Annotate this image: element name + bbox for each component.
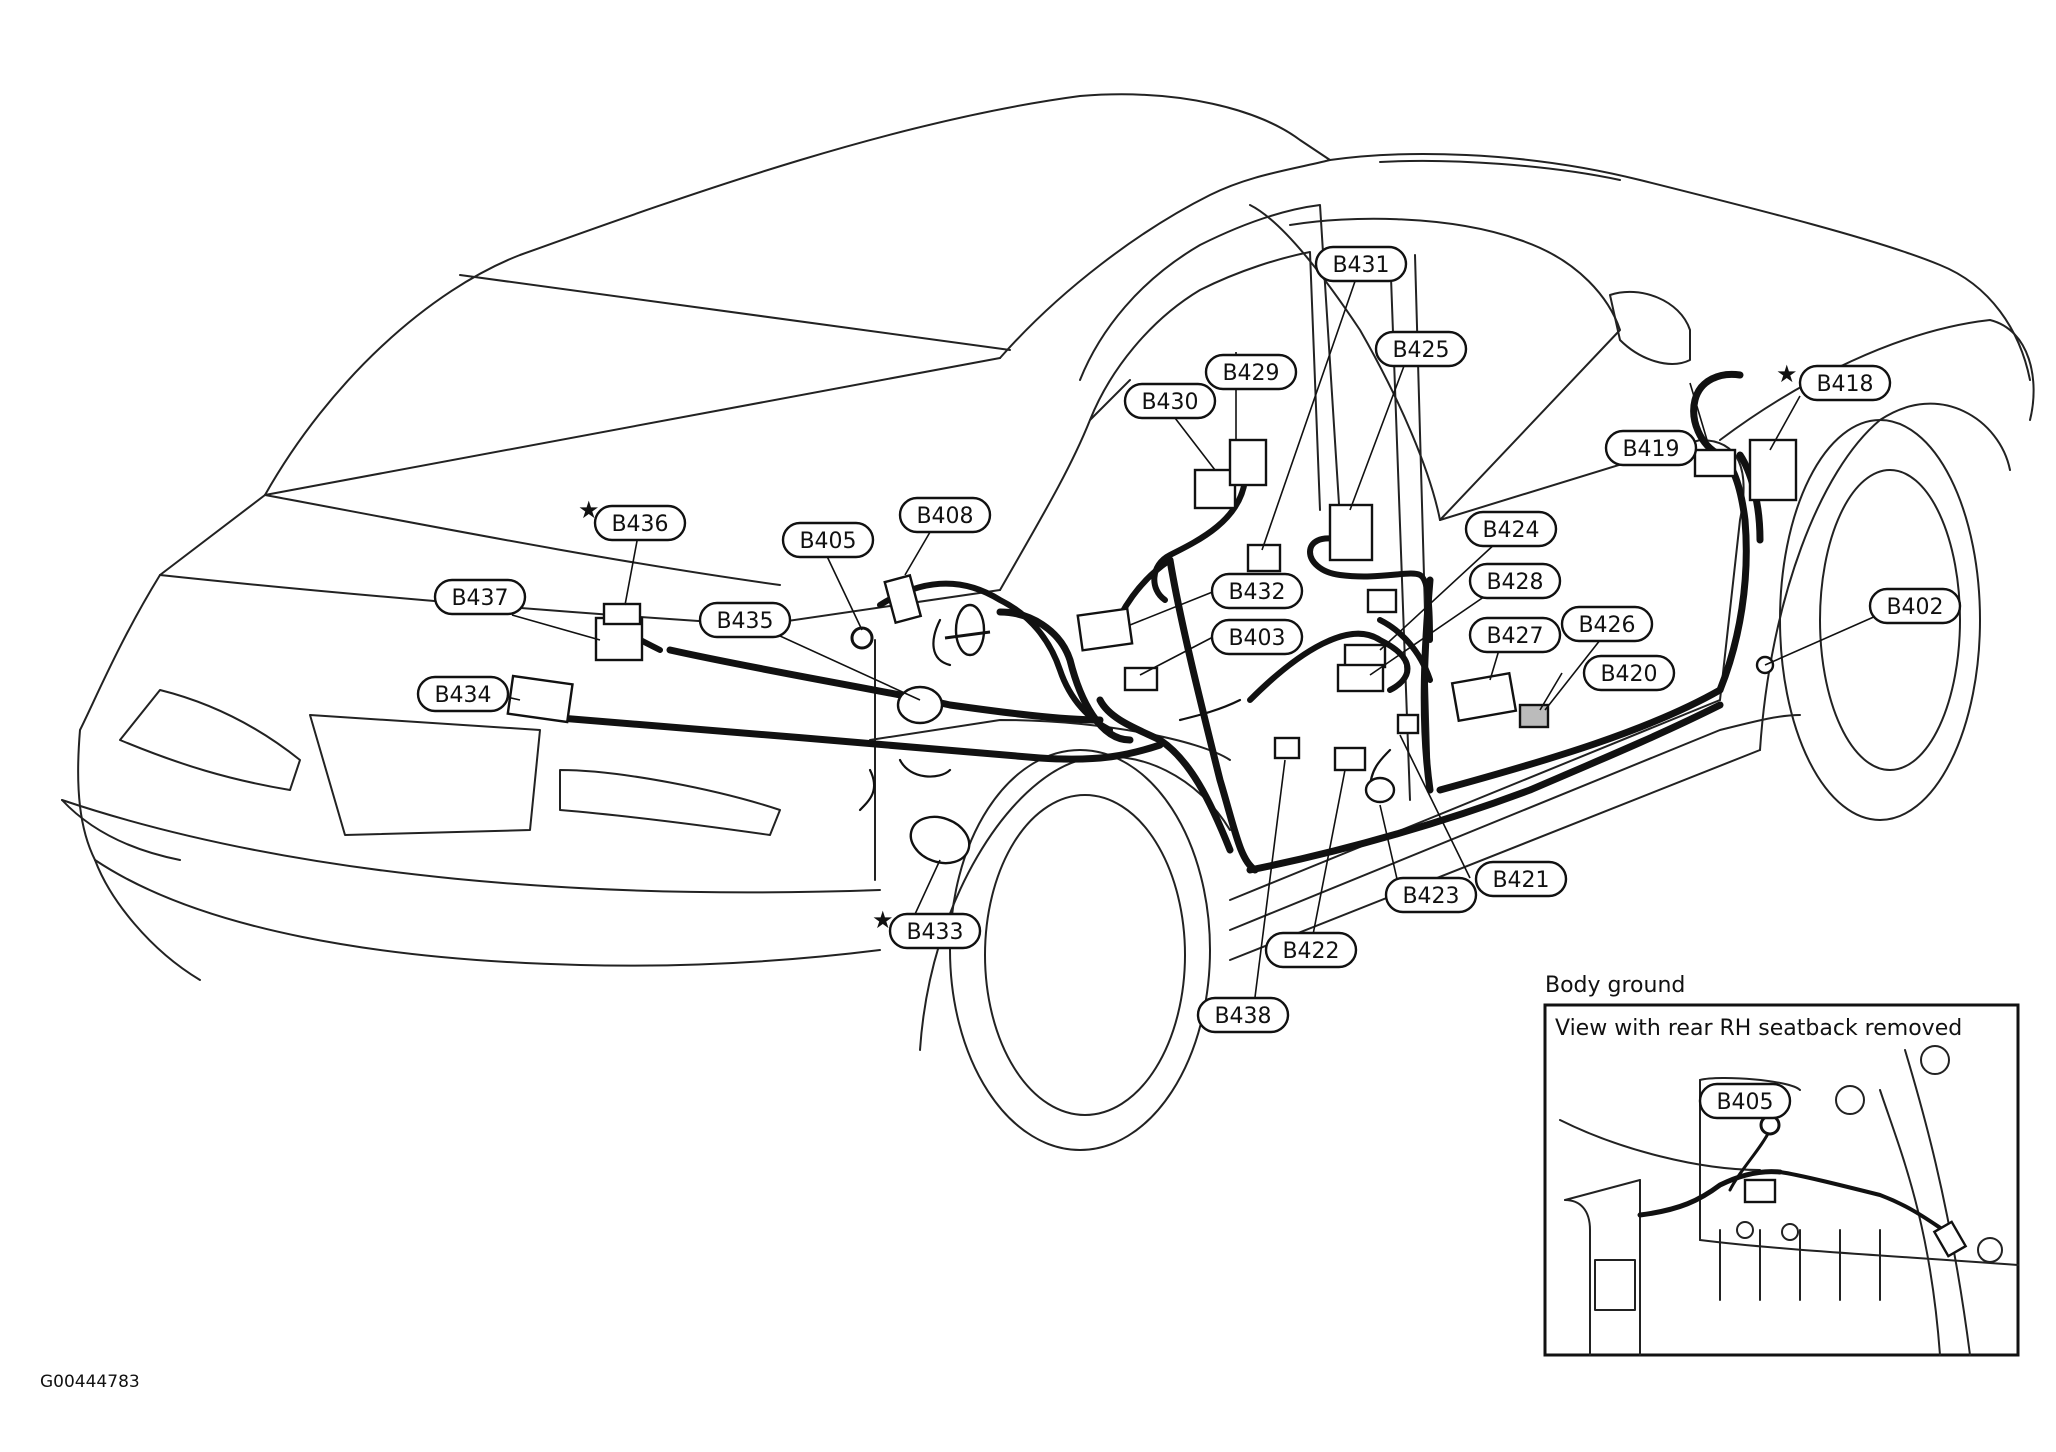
- svg-text:B420: B420: [1600, 662, 1657, 687]
- svg-text:B405: B405: [799, 529, 856, 554]
- label-b420: B420: [1582, 654, 1676, 692]
- inset-title: Body ground: [1545, 973, 1685, 998]
- label-b403: B403: [1210, 618, 1304, 656]
- star-b436: ★: [578, 496, 600, 524]
- label-b435: B435: [698, 601, 792, 639]
- svg-text:B431: B431: [1332, 253, 1389, 278]
- svg-text:B423: B423: [1402, 884, 1459, 909]
- label-b436: B436: [593, 504, 687, 542]
- svg-text:B432: B432: [1228, 580, 1285, 605]
- svg-text:B429: B429: [1222, 361, 1279, 386]
- svg-text:B402: B402: [1886, 595, 1943, 620]
- svg-text:B421: B421: [1492, 868, 1549, 893]
- car-body-outline: [62, 94, 2034, 1150]
- label-b433: B433: [888, 912, 982, 950]
- svg-text:B418: B418: [1816, 372, 1873, 397]
- svg-text:B428: B428: [1486, 570, 1543, 595]
- svg-text:B430: B430: [1141, 390, 1198, 415]
- svg-text:B408: B408: [916, 504, 973, 529]
- svg-text:B419: B419: [1622, 437, 1679, 462]
- svg-text:B435: B435: [716, 609, 773, 634]
- svg-text:B437: B437: [451, 586, 508, 611]
- body-ground-inset: Body ground View with rear RH seatback r…: [1543, 973, 2020, 1357]
- label-b434: B434: [416, 675, 510, 713]
- label-b425: B425: [1374, 330, 1468, 368]
- label-b419: B419: [1604, 429, 1698, 467]
- svg-text:B425: B425: [1392, 338, 1449, 363]
- inset-label-b405: B405: [1698, 1082, 1792, 1120]
- svg-text:B422: B422: [1282, 939, 1339, 964]
- label-b421: B421: [1474, 860, 1568, 898]
- svg-text:B438: B438: [1214, 1004, 1271, 1029]
- label-b422: B422: [1264, 931, 1358, 969]
- label-b408: B408: [898, 496, 992, 534]
- label-b437: B437: [433, 578, 527, 616]
- star-markers: ★ ★ ★: [578, 360, 1798, 934]
- connector-shapes: [506, 438, 1798, 865]
- label-b418: B418: [1798, 364, 1892, 402]
- label-b438: B438: [1196, 996, 1290, 1034]
- svg-text:B436: B436: [611, 512, 668, 537]
- svg-text:B403: B403: [1228, 626, 1285, 651]
- svg-text:B434: B434: [434, 683, 491, 708]
- label-b432: B432: [1210, 572, 1304, 610]
- star-b433: ★: [872, 906, 894, 934]
- label-b427: B427: [1468, 616, 1562, 654]
- figure-id: G00444783: [40, 1372, 140, 1392]
- svg-text:B405: B405: [1716, 1090, 1773, 1115]
- svg-text:B427: B427: [1486, 624, 1543, 649]
- label-b429: B429: [1204, 353, 1298, 391]
- inset-subtitle: View with rear RH seatback removed: [1555, 1016, 1962, 1041]
- label-b428: B428: [1468, 562, 1562, 600]
- svg-text:B426: B426: [1578, 613, 1635, 638]
- label-b431: B431: [1314, 245, 1408, 283]
- connector-labels: B418 B419 B402 B420 B426 B427 B428 B424 …: [416, 245, 1962, 1034]
- star-b418: ★: [1776, 360, 1798, 388]
- svg-text:B433: B433: [906, 920, 963, 945]
- label-b426: B426: [1560, 605, 1654, 643]
- label-b424: B424: [1464, 510, 1558, 548]
- label-b423: B423: [1384, 876, 1478, 914]
- label-b402: B402: [1868, 587, 1962, 625]
- label-b405: B405: [781, 521, 875, 559]
- svg-text:B424: B424: [1482, 518, 1539, 543]
- label-b430: B430: [1123, 382, 1217, 420]
